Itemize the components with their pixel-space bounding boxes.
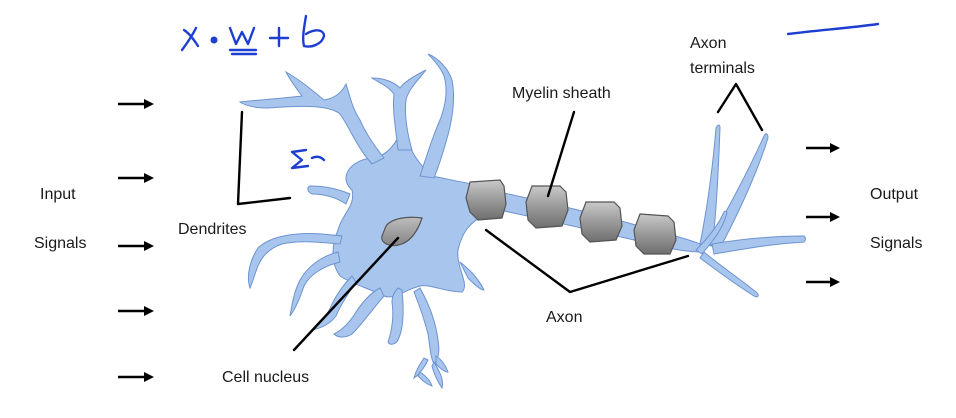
cell-body [332, 124, 487, 298]
leader-lines [236, 82, 764, 352]
output-label: Output [870, 186, 919, 203]
cell-nucleus-leader [292, 236, 400, 352]
input-label: Input [40, 186, 76, 203]
axon-leader [484, 228, 690, 294]
dendrite [459, 261, 485, 291]
myelin-segment [633, 213, 677, 255]
axon-terminal [695, 210, 728, 255]
myelin-segment [465, 179, 507, 221]
output-arrows [806, 143, 840, 287]
dendrite [419, 53, 455, 179]
output-signals-label: Signals [870, 235, 922, 252]
axon-terminal [699, 124, 721, 247]
dendrites-label: Dendrites [178, 221, 246, 238]
myelin-sheath-segments [465, 179, 677, 255]
dendrite [247, 233, 343, 290]
dendrite [307, 185, 351, 205]
myelin-sheath-label: Myelin sheath [512, 85, 611, 102]
dendrite [387, 287, 404, 345]
arrow-right-icon [118, 241, 154, 251]
axon-terminals-leader [716, 82, 764, 132]
axon-terminal [699, 251, 759, 298]
axon-terminal [711, 235, 806, 255]
handwritten-stroke [786, 22, 880, 36]
arrow-right-icon [806, 212, 840, 222]
input-arrows [118, 99, 154, 382]
myelin-segment [579, 201, 623, 243]
dendrite [413, 287, 440, 365]
neuron-cell [238, 53, 806, 390]
arrow-right-icon [118, 372, 154, 382]
arrow-right-icon [118, 306, 154, 316]
handwritten-sigma [290, 148, 326, 170]
dendrites-leader [236, 110, 292, 206]
dendrite [413, 355, 449, 390]
axon-label: Axon [546, 309, 582, 326]
arrow-right-icon [118, 99, 154, 109]
arrow-right-icon [806, 143, 840, 153]
dendrite [238, 70, 385, 165]
handwritten-formula [180, 14, 326, 56]
input-signals-label: Signals [34, 235, 86, 252]
arrow-right-icon [806, 277, 840, 287]
dendrite [333, 287, 385, 338]
arrow-right-icon [118, 173, 154, 183]
dendrite [370, 69, 427, 151]
myelin-segment [525, 185, 569, 229]
axon-terminals-label-line1: Axon [690, 35, 726, 52]
labels: Input Signals Dendrites Cell nucleus Mye… [34, 35, 922, 386]
cell-nucleus-label: Cell nucleus [222, 369, 309, 386]
myelin-sheath-leader [546, 110, 576, 198]
cell-nucleus [381, 216, 423, 247]
dendrite [289, 251, 341, 317]
axon-terminals-label-line2: terminals [690, 60, 755, 77]
